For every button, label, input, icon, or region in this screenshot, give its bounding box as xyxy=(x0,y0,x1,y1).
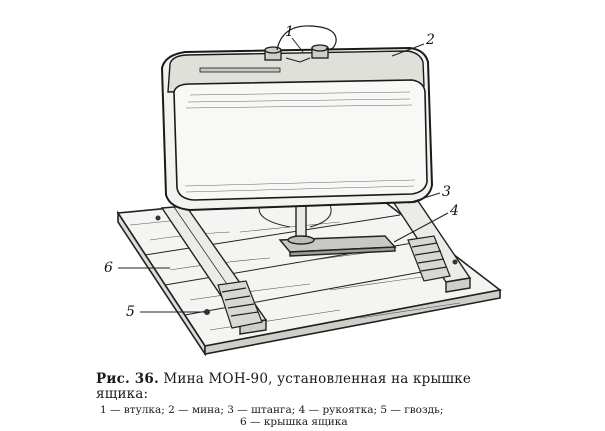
figure-title: Мина МОН-90, установленная на крышке ящи… xyxy=(96,371,472,402)
bushing xyxy=(264,25,337,63)
callout-5: 5 xyxy=(126,304,135,320)
legend-line-1: 1 — втулка; 2 — мина; 3 — штанга; 4 — ру… xyxy=(100,404,444,416)
handle-left xyxy=(217,280,263,329)
callout-4: 4 xyxy=(449,203,459,219)
figure-legend: 1 — втулка; 2 — мина; 3 — штанга; 4 — ру… xyxy=(100,404,520,428)
legend-line-2: 6 — крышка ящика xyxy=(240,416,348,428)
callout-leaders xyxy=(118,37,449,313)
mine-body xyxy=(160,46,434,212)
handle-right xyxy=(407,235,451,282)
callout-1: 1 xyxy=(285,24,294,40)
mine-on-box-lid-illustration: 1 2 3 4 5 6 xyxy=(104,24,502,357)
callout-2: 2 xyxy=(425,32,435,48)
rod xyxy=(258,199,397,257)
callout-3: 3 xyxy=(442,184,451,200)
figure-caption: Рис. 36. Мина МОН-90, установленная на к… xyxy=(96,372,516,402)
box-lid xyxy=(116,188,502,357)
figure-label: Рис. 36. xyxy=(96,371,159,387)
nail-icon xyxy=(155,215,458,315)
callout-6: 6 xyxy=(104,260,113,276)
